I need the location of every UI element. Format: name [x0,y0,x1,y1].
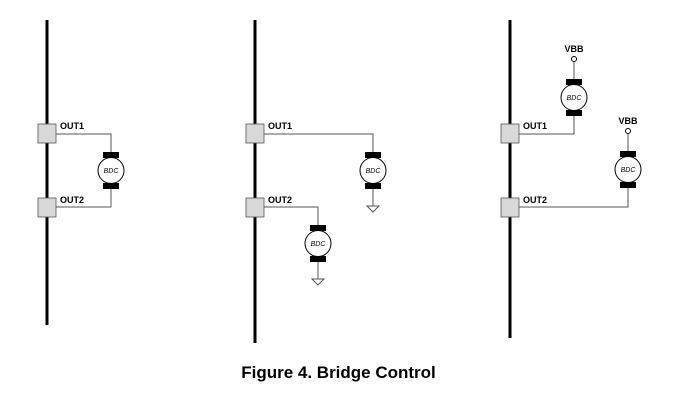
wire-out1 [56,133,112,153]
motor-body [560,84,588,111]
wire-out2 [56,188,112,208]
motor-bdc-2: BDC [304,225,332,286]
vbb-label: VBB [618,116,638,126]
wire-out1 [264,133,374,153]
wire-out1 [519,115,575,135]
motor-brush-top [620,151,636,157]
pin-out2 [500,197,520,218]
panel-low-side: OUT1 OUT2 BDC BDC [245,20,387,343]
pin-out1-label: OUT1 [523,121,547,131]
motor-brush-top [365,152,381,158]
figure-caption: Figure 4. Bridge Control [241,363,436,382]
pin-out2 [245,197,265,218]
motor-label: BDC [311,241,327,248]
motor-bdc-2: VBB BDC [614,116,642,188]
wire-out2 [264,206,319,226]
ground-icon [365,205,381,213]
pin-out1 [37,123,57,144]
motor-brush-bottom [566,110,582,116]
motor-body [614,156,642,183]
ground-icon [310,278,326,286]
motor-label: BDC [621,167,637,174]
motor-body [97,157,125,184]
supply-terminal-icon [571,56,577,62]
pin-out2-label: OUT2 [523,195,547,205]
motor-label: BDC [104,168,120,175]
panel-high-side: OUT1 OUT2 VBB BDC VBB BDC [500,20,642,338]
motor-body [304,230,332,257]
motor-bdc: BDC [97,152,125,189]
motor-brush-bottom [620,182,636,188]
pin-out2-label: OUT2 [268,195,292,205]
motor-brush-top [103,152,119,158]
pin-out1 [500,123,520,144]
motor-brush-bottom [310,256,326,262]
motor-brush-top [310,225,326,231]
motor-bdc-1: VBB BDC [560,44,588,116]
panel-full-bridge: OUT1 OUT2 BDC [37,20,125,325]
pin-out1 [245,123,265,144]
supply-terminal-icon [625,128,631,134]
vbb-label: VBB [564,44,584,54]
motor-body [359,157,387,184]
motor-bdc-1: BDC [359,152,387,213]
motor-brush-top [566,79,582,85]
motor-brush-bottom [103,183,119,189]
motor-label: BDC [567,95,583,102]
wire-out2 [519,188,629,208]
pin-out2-label: OUT2 [60,195,84,205]
pin-out2 [37,197,57,218]
motor-brush-bottom [365,183,381,189]
pin-out1-label: OUT1 [268,121,292,131]
motor-label: BDC [366,168,382,175]
pin-out1-label: OUT1 [60,121,84,131]
